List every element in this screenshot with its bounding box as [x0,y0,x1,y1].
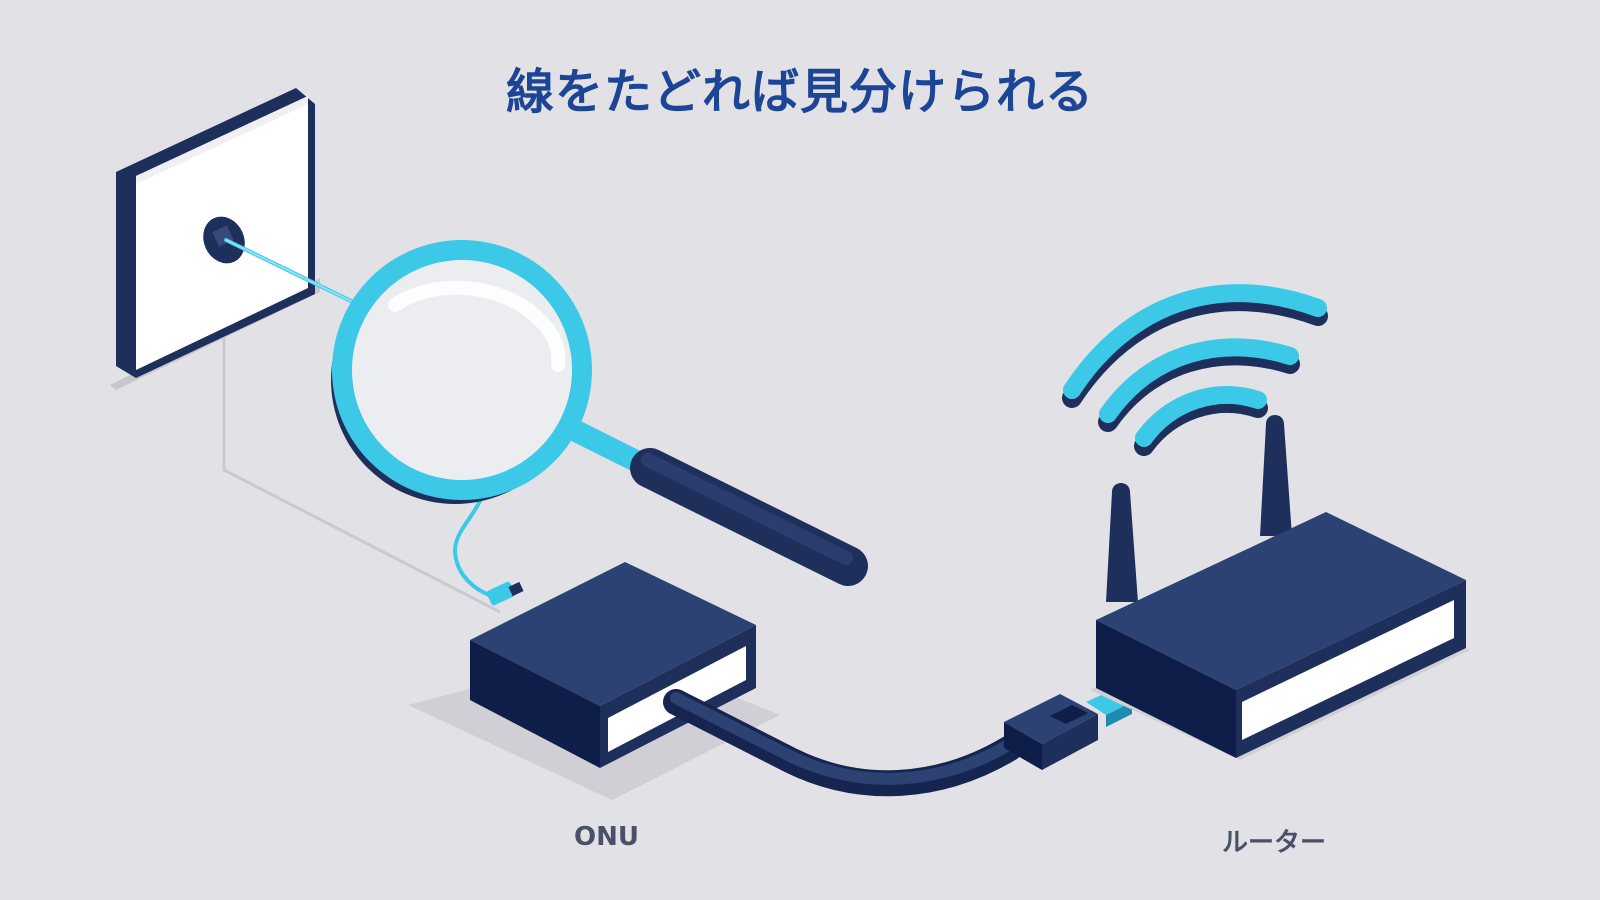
router-antennas [1106,415,1292,602]
router-device-icon [1090,512,1470,760]
onu-device-icon [408,562,780,800]
onu-label: ONU [574,822,639,852]
magnifier-icon [331,240,868,586]
router-label: ルーター [1222,828,1327,858]
wifi-signal-icon [1062,284,1328,456]
lan-cable-icon [663,689,1132,797]
wall-outlet-icon [110,88,320,390]
guide-line [222,300,501,614]
page-title: 線をたどれば見分けられる [505,64,1094,120]
